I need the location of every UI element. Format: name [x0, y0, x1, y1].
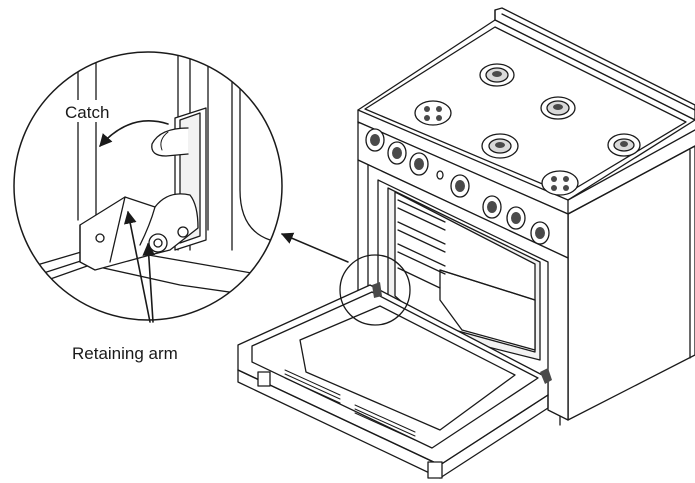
range-oven: [237, 7, 695, 479]
burner-front-right-icon: [541, 170, 579, 196]
oven-door-open: [237, 284, 552, 479]
burner-center-back-icon: [540, 96, 576, 120]
control-knob-icons: [365, 128, 550, 245]
burner-left-front-icon: [414, 100, 452, 126]
cooktop-burners: [414, 63, 641, 196]
retaining-arm-label: Retaining arm: [72, 344, 178, 363]
burner-back-left-icon: [479, 63, 515, 87]
hinge-detail-small: [372, 282, 382, 298]
burner-right-icon: [607, 133, 641, 157]
hinge-callout-circle: [339, 254, 411, 326]
retaining-arm: [79, 193, 199, 271]
burner-center-front-icon: [481, 133, 519, 159]
retaining-arm-arrow-right: [142, 242, 156, 323]
oven-rack-rails: [397, 199, 446, 289]
control-panel: [357, 121, 569, 259]
catch-hook: [151, 127, 189, 157]
hinge-detail-magnifier: [13, 51, 283, 323]
callout-arrow: [280, 232, 349, 263]
door-vent-slots: [284, 369, 416, 441]
catch-label: Catch: [65, 103, 109, 122]
range-backsplash: [494, 7, 695, 121]
catch-rotation-arrow: [99, 120, 169, 147]
retaining-arm-arrow-left: [123, 210, 151, 323]
